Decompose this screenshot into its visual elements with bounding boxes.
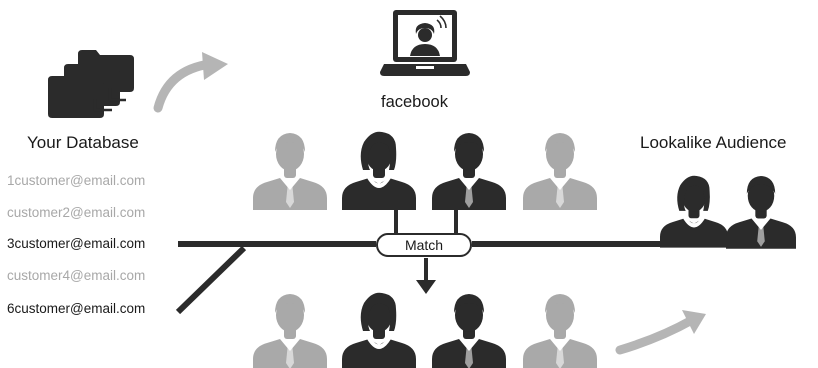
facebook-users-row	[253, 131, 597, 210]
platform-name: facebook	[381, 93, 448, 111]
match-label: Match	[404, 237, 444, 253]
result-users-row	[253, 292, 597, 368]
laptop-icon	[380, 10, 470, 76]
down-arrow-icon	[416, 280, 436, 294]
email-item: customer4@email.com	[7, 268, 146, 283]
match-badge: Match	[376, 233, 472, 257]
database-title: Your Database	[27, 133, 139, 152]
email-item: 3customer@email.com	[7, 236, 146, 251]
person-icon	[253, 133, 327, 210]
upload-arrow-icon	[153, 52, 228, 113]
connector-lines	[175, 206, 664, 315]
person-icon	[726, 175, 796, 249]
email-item: 6customer@email.com	[7, 301, 146, 316]
person-icon	[253, 294, 327, 368]
person-icon	[523, 294, 597, 368]
database-icon	[48, 50, 134, 118]
person-icon	[660, 175, 728, 248]
email-item: 1customer@email.com	[7, 173, 146, 188]
person-icon	[432, 133, 506, 210]
expand-arrow-icon	[615, 310, 706, 355]
person-icon	[432, 294, 506, 368]
matched-line-lower	[175, 245, 247, 315]
person-icon	[342, 131, 416, 210]
lookalike-title: Lookalike Audience	[640, 133, 787, 152]
lookalike-users	[660, 175, 796, 249]
email-item: customer2@email.com	[7, 205, 146, 220]
person-icon	[523, 133, 597, 210]
person-icon	[342, 292, 416, 368]
